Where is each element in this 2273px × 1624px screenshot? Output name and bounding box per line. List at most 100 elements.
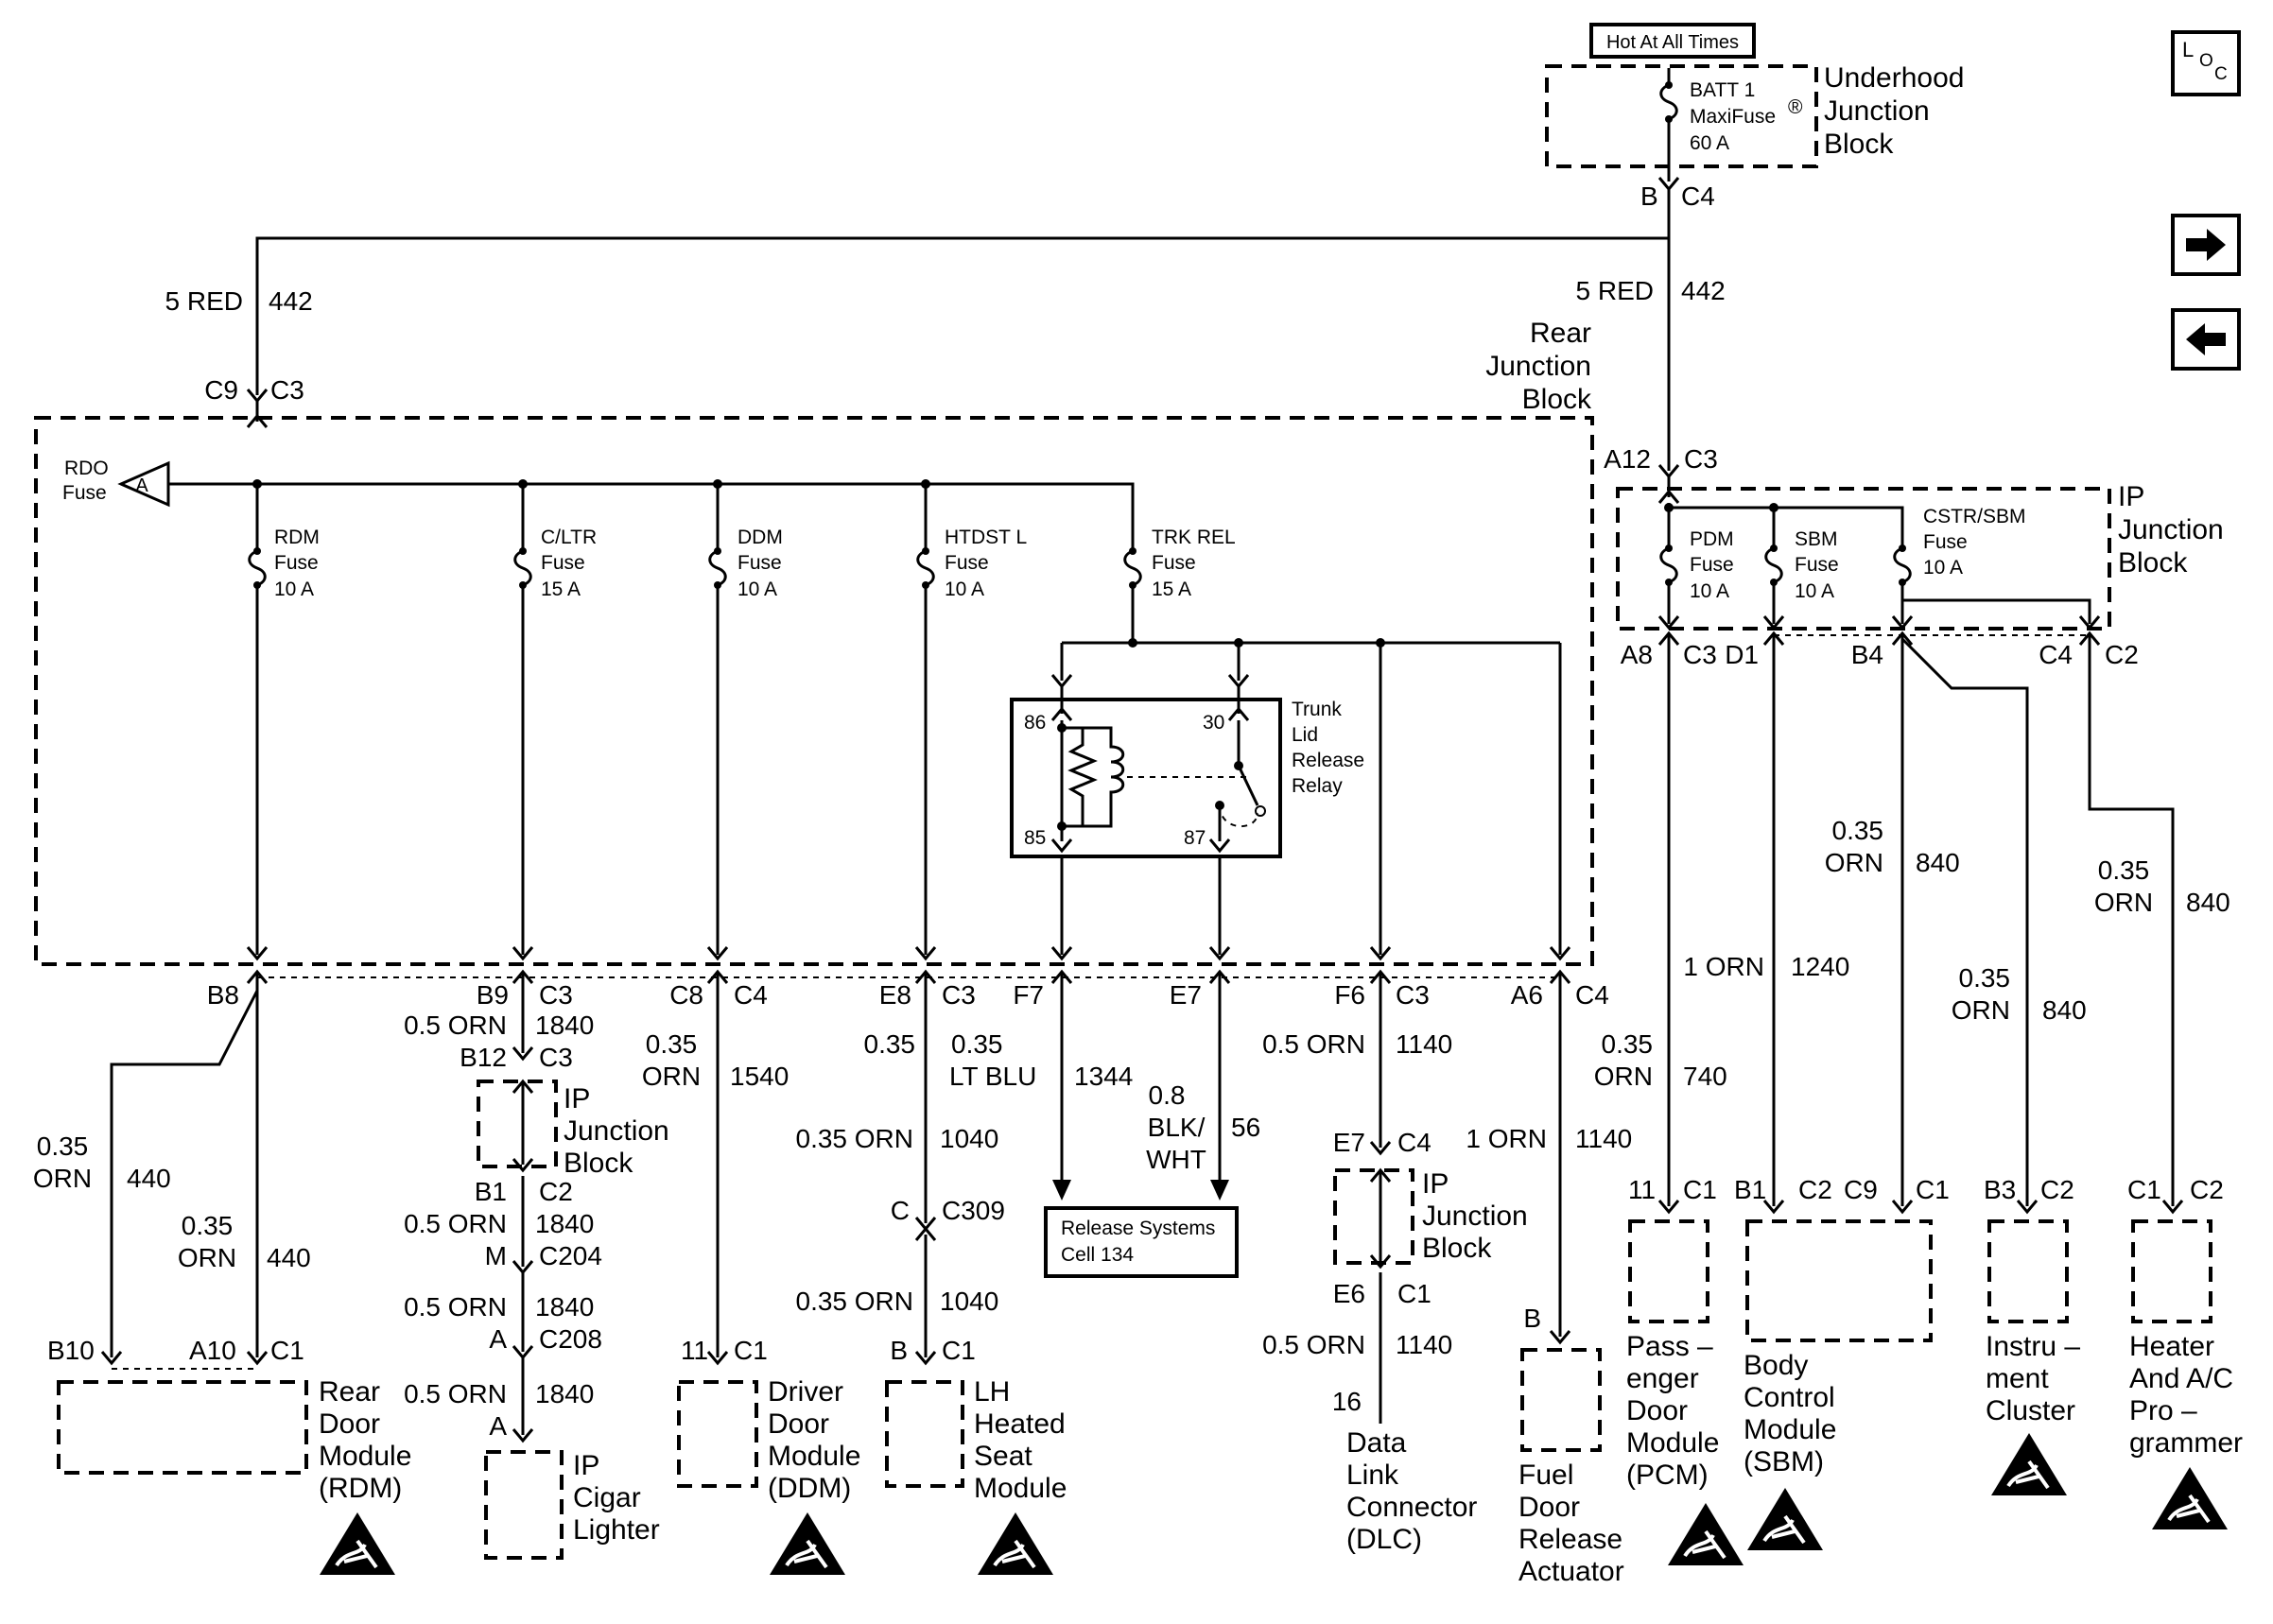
lh-seat-name-line2: Heated (974, 1408, 1066, 1440)
release-systems-line2: Cell 134 (1061, 1244, 1134, 1266)
dlc-circuit: 0.5 ORN 1140 E7 C4 IP Junction Block E6 … (1262, 969, 1528, 1555)
e7-wire-size: 0.8 (1149, 1080, 1186, 1110)
hot-at-all-times-label: Hot At All Times (1606, 32, 1739, 53)
rear-jb-conn-a6: C4 (1575, 980, 1609, 1010)
rear-jb-pin-f7: F7 (1013, 980, 1044, 1010)
a6-wire-circuit: 1140 (1575, 1124, 1632, 1153)
arrow-left-icon (2186, 323, 2226, 355)
htdst-fuse-rating: 10 A (945, 579, 984, 600)
pcm-wire-color: ORN (1594, 1062, 1653, 1091)
lh-seat-conn-c1: C1 (942, 1336, 976, 1365)
htd-wire-1-circuit: 1040 (940, 1124, 998, 1153)
next-page-button[interactable] (2171, 214, 2241, 276)
relay-coil (1062, 726, 1125, 828)
pdm-fuse-rating: 10 A (1690, 580, 1729, 602)
right-feed-conn-c3: C3 (1684, 444, 1718, 474)
arrow-right-icon (2186, 229, 2226, 261)
cstr-sbm-fuse-icon (1893, 529, 1912, 609)
bcm-pin-b1: B1 (1734, 1175, 1766, 1204)
rdm-fuse-word: Fuse (274, 552, 319, 574)
cstr-fuse-rating: 10 A (1923, 557, 1963, 579)
f7-wire-color: LT BLU (949, 1062, 1036, 1091)
rdm-component-box (57, 1380, 308, 1475)
ip-jb-title-line1: IP (2118, 481, 2144, 512)
lh-seat-pin-b: B (890, 1336, 908, 1365)
dlc-name-line1: Data (1346, 1427, 1407, 1459)
pcm-name-line2: enger (1626, 1363, 1699, 1394)
ic-wire-size: 0.35 (1959, 963, 2011, 993)
bcm-component-box (1745, 1219, 1933, 1342)
rear-jb-pin-c8: C8 (669, 980, 703, 1010)
htd-wire-1-size: 0.35 ORN (796, 1124, 914, 1153)
pcm-name-line3: Door (1626, 1395, 1688, 1426)
location-view-button[interactable]: L O C (2171, 30, 2241, 96)
sbm-fuse-rating: 10 A (1795, 580, 1834, 602)
rdm-wire-b-color: ORN (178, 1243, 236, 1272)
dlc-pin-16: 16 (1332, 1387, 1362, 1416)
release-systems-reference-box[interactable] (1044, 1206, 1239, 1278)
ip-jb-title-line2: Junction (2118, 514, 2224, 545)
rear-jb-conn-f6: C3 (1396, 980, 1430, 1010)
pdm-fuse-icon (1659, 529, 1678, 609)
hot-at-all-times-box (1589, 23, 1756, 59)
ddm-component-box (677, 1380, 758, 1488)
ddm-name-line3: Module (768, 1441, 860, 1472)
esd-warning-icon (978, 1512, 1053, 1575)
ddm-name-line1: Driver (768, 1376, 843, 1408)
hvac-wire-size: 0.35 (2098, 855, 2150, 885)
lh-seat-component-box (885, 1380, 964, 1488)
relay-label-line4: Relay (1292, 775, 1343, 797)
ic-name-line2: ment (1986, 1363, 2049, 1394)
d1-wire-circuit: 1240 (1791, 952, 1849, 981)
esd-warning-icon (1747, 1488, 1823, 1550)
previous-page-button[interactable] (2171, 308, 2241, 371)
d1-wire-size: 1 ORN (1683, 952, 1764, 981)
hvac-name-line4: grammer (2129, 1427, 2243, 1459)
rear-jb-conn-e8: C3 (942, 980, 976, 1010)
heated-seat-circuit: 0.35 0.35 ORN 1040 C C309 0.35 ORN 1040 … (796, 969, 1067, 1504)
rdm-name-line3: Module (319, 1441, 411, 1472)
rear-junction-block-outline (34, 416, 1594, 966)
loc-letter-l: L (2182, 38, 2195, 61)
feed-wires: 5 RED 442 C9 C3 5 RED 442 A12 C3 (165, 144, 1726, 504)
b4-wire-size: 0.35 (1832, 816, 1884, 845)
rear-jb-conn-c8: C4 (734, 980, 768, 1010)
loc-letter-o: O (2199, 51, 2213, 71)
relay-label-line2: Lid (1292, 724, 1318, 746)
conn-b1-id: C2 (539, 1177, 573, 1206)
rear-jb-pin-e7: E7 (1170, 980, 1202, 1010)
f6-wire-1-circuit: 1140 (1396, 1029, 1452, 1059)
batt1-fuse-type: MaxiFuse (1690, 106, 1776, 128)
rear-jb-title-line3: Block (1522, 384, 1592, 415)
conn-c208-id: C208 (539, 1324, 602, 1354)
sbm-fuse-icon (1764, 529, 1783, 609)
fuel-door-component-box (1520, 1348, 1602, 1452)
b4-wire-circuit: 840 (1916, 848, 1960, 877)
f6-wire-2-size: 0.5 ORN (1262, 1330, 1365, 1359)
ic-wire-color: ORN (1952, 995, 2010, 1025)
conn-c204-id: C204 (539, 1241, 602, 1270)
ddm-fuse-icon (708, 532, 727, 612)
underhood-title-line2: Junction (1824, 95, 1930, 127)
f6-wire-1-size: 0.5 ORN (1262, 1029, 1365, 1059)
rear-jb-title-line1: Rear (1530, 318, 1591, 349)
underhood-block-outline (1545, 64, 1818, 168)
b4-wire-color: ORN (1825, 848, 1883, 877)
cltr-fuse-word: Fuse (541, 552, 585, 574)
relay-body (1010, 698, 1282, 858)
esd-warning-icon (1668, 1503, 1744, 1565)
relay-pin-87: 87 (1184, 827, 1206, 849)
e7-wire-color-1: BLK/ (1148, 1113, 1206, 1142)
bcm-name-line4: (SBM) (1744, 1446, 1824, 1477)
fuel-door-pin-b: B (1523, 1304, 1541, 1333)
pcm-conn-c1: C1 (1683, 1175, 1717, 1204)
batt1-fuse-rating: 60 A (1690, 132, 1729, 154)
a6-wire-size: 1 ORN (1466, 1124, 1547, 1153)
bcm-conn-c1: C1 (1916, 1175, 1950, 1204)
pcm-pin-11: 11 (1628, 1175, 1656, 1204)
lh-seat-name-line1: LH (974, 1376, 1010, 1408)
bcm-conn-c2: C2 (1798, 1175, 1832, 1204)
left-feed-circuit: 442 (269, 286, 313, 316)
cigar-lighter-circuit: 0.5 ORN 1840 B12 C3 IP Junction Block B1… (404, 969, 669, 1560)
ddm-wire-size: 0.35 (646, 1029, 698, 1059)
